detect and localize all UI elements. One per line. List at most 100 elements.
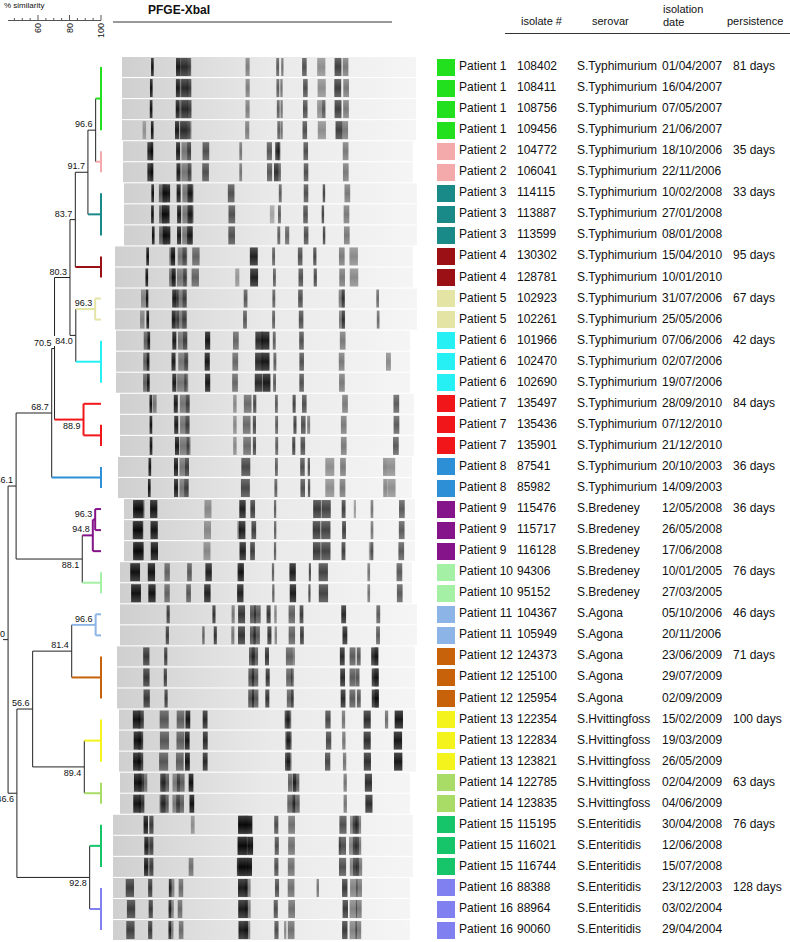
serovar-name: S.Typhimurium <box>577 439 657 452</box>
dendrogram-branch <box>95 298 101 300</box>
isolation-date: 01/04/2007 <box>662 60 722 73</box>
gel-band <box>239 142 242 160</box>
gel-lane <box>124 541 415 561</box>
patient-swatch <box>437 164 455 181</box>
gel-band <box>233 332 239 350</box>
gel-band <box>176 163 180 181</box>
gel-band <box>344 184 350 202</box>
gel-band <box>172 374 176 392</box>
patient-swatch <box>437 269 455 286</box>
gel-band <box>255 353 262 371</box>
gel-band <box>144 816 148 834</box>
patient-swatch <box>437 901 455 918</box>
dendrogram-branch <box>3 639 8 640</box>
gel-band <box>246 79 250 97</box>
gel-band <box>341 690 346 708</box>
gel-band <box>150 100 153 118</box>
gel-band <box>342 732 345 750</box>
gel-band <box>141 290 145 308</box>
serovar-name: S.Typhimurium <box>577 60 657 73</box>
gel-band <box>149 837 153 855</box>
gel-band <box>147 374 150 392</box>
gel-band <box>342 521 346 539</box>
gel-band <box>399 521 405 539</box>
gel-band <box>274 900 278 918</box>
gel-band <box>277 226 280 244</box>
gel-band <box>376 290 379 308</box>
gel-lane <box>119 710 416 730</box>
gel-band <box>228 205 235 223</box>
isolate-number: 123821 <box>517 755 557 768</box>
gel-band <box>278 205 281 223</box>
patient-label: Patient 13 <box>459 734 513 747</box>
dendrogram-branch <box>95 529 101 531</box>
isolate-number: 128781 <box>517 271 557 284</box>
dendrogram-branch <box>90 845 101 847</box>
isolate-number: 90060 <box>517 923 550 936</box>
patient-label: Patient 15 <box>459 860 513 873</box>
gel-lane <box>115 289 417 309</box>
gel-band <box>185 732 190 750</box>
gel-lane <box>124 520 415 540</box>
gel-band <box>238 921 248 939</box>
gel-band <box>146 290 149 308</box>
serovar-name: S.Typhimurium <box>577 313 657 326</box>
gel-band <box>339 353 345 371</box>
gel-lane <box>118 457 412 477</box>
patient-swatch <box>437 585 455 602</box>
gel-band <box>177 374 187 392</box>
gel-band <box>148 921 152 939</box>
gel-band <box>267 142 272 160</box>
gel-band <box>180 79 188 97</box>
gel-band <box>267 626 271 644</box>
patient-swatch <box>437 122 455 139</box>
gel-band <box>342 395 348 413</box>
gel-band <box>177 269 187 287</box>
gel-band <box>253 626 259 644</box>
similarity-value: 41.0 <box>0 629 6 639</box>
gel-band <box>160 774 169 792</box>
gel-band <box>174 395 178 413</box>
gel-band <box>202 163 209 181</box>
gel-band <box>153 395 157 413</box>
gel-band <box>189 795 194 813</box>
gel-lane <box>113 836 413 856</box>
patient-swatch <box>437 627 455 644</box>
gel-band <box>385 711 388 729</box>
gel-band <box>228 184 235 202</box>
isolation-date: 16/04/2007 <box>662 81 722 94</box>
dendrogram-branch <box>82 582 101 584</box>
gel-band <box>285 732 290 750</box>
gel-band <box>145 269 148 287</box>
gel-band <box>325 458 334 476</box>
gel-band <box>275 458 278 476</box>
gel-band <box>151 58 154 76</box>
gel-band <box>303 79 308 97</box>
patient-swatch <box>437 858 455 875</box>
gel-band <box>339 837 341 855</box>
gel-lane <box>118 478 412 498</box>
gel-band <box>291 690 294 708</box>
dendrogram-branch <box>93 550 101 552</box>
gel-lane <box>117 646 415 666</box>
gel-band <box>365 795 372 813</box>
patient-swatch <box>437 606 455 623</box>
isolate-number: 106041 <box>517 165 557 178</box>
gel-band <box>355 921 361 939</box>
serovar-name: S.Agona <box>577 692 623 705</box>
isolate-number: 130302 <box>517 249 557 262</box>
patient-label: Patient 12 <box>459 692 513 705</box>
gel-band <box>323 226 325 244</box>
gel-lane <box>113 857 413 877</box>
gel-band <box>288 774 293 792</box>
gel-band <box>313 500 321 518</box>
isolate-number: 116128 <box>517 544 556 557</box>
gel-lane <box>120 562 412 582</box>
gel-band <box>185 711 190 729</box>
gel-band <box>172 353 176 371</box>
gel-band <box>143 374 147 392</box>
gel-band <box>339 311 345 329</box>
gel-band <box>289 605 295 623</box>
gel-band <box>289 563 295 581</box>
gel-band <box>289 626 295 644</box>
